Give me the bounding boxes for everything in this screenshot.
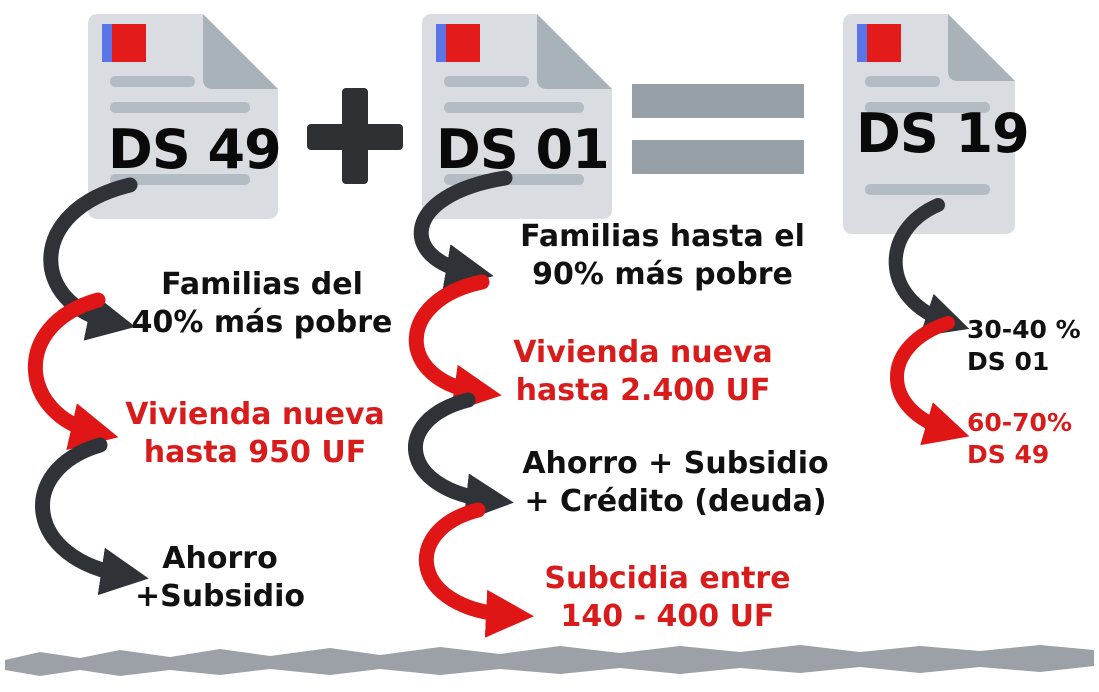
ds01-financing: Ahorro + Subsidio+ Crédito (deuda): [522, 446, 829, 520]
doc-title-ds19: DS 19: [856, 102, 1030, 165]
plus-icon: [307, 88, 403, 184]
doc-title-ds49: DS 49: [108, 118, 282, 181]
arrow-red-icon: [408, 274, 502, 413]
ds19-share-ds49: 60-70%DS 49: [967, 408, 1073, 469]
torn-edge-divider: [5, 645, 1094, 676]
document-icon-ds19: [843, 14, 1015, 234]
arrow-dark-icon: [408, 392, 514, 522]
arrow-red-icon: [890, 316, 970, 446]
arrow-dark-icon: [413, 170, 513, 292]
arrow-dark-icon: [888, 198, 970, 337]
ds49-financing: Ahorro+Subsidio: [134, 541, 306, 615]
arrow-dark-icon: [35, 437, 149, 596]
doc-title-ds01: DS 01: [436, 118, 610, 181]
ds19-share-ds01: 30-40 %DS 01: [967, 315, 1081, 376]
arrow-red-icon: [419, 502, 534, 638]
arrow-red-icon: [27, 292, 119, 451]
document-icon-ds49: [88, 14, 278, 219]
equals-icon: [632, 84, 804, 174]
document-icon-ds01: [422, 14, 612, 219]
